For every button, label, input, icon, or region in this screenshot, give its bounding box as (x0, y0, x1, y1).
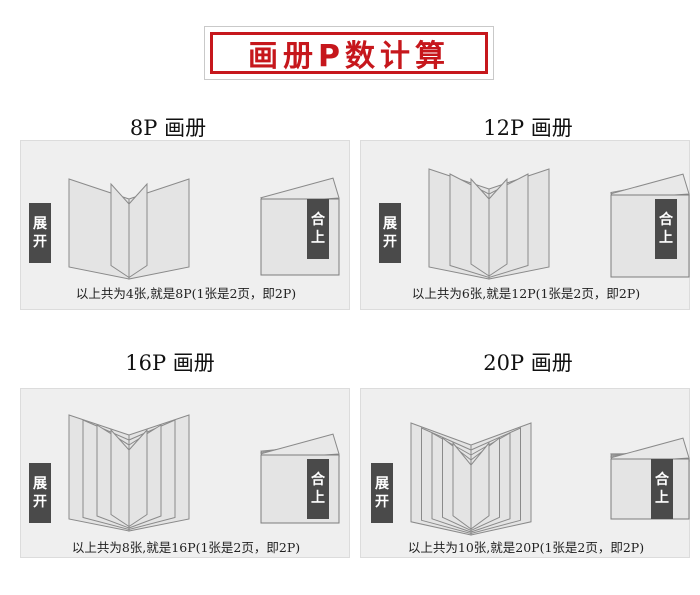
panel-8p: 展开 合上 以上共为4张,就是8P(1张是2页，即2P) (20, 140, 350, 310)
caption-8p: 以上共为4张,就是8P(1张是2页，即2P) (75, 286, 297, 301)
panel-20p: 展开 合上 以上共为10张,就是20P(1张是2页，即2P) (360, 388, 691, 558)
open-label: 展开 (29, 203, 51, 263)
heading-20p: 20P 画册 (483, 351, 573, 375)
closed-label: 合上 (307, 459, 329, 519)
panel-16p: 展开 合上 以上共为8张,就是16P(1张是2页，即2P) (20, 388, 350, 558)
caption-20p: 以上共为10张,就是20P(1张是2页，即2P) (407, 540, 645, 555)
closed-label: 合上 (651, 459, 673, 519)
panel-12p: 展开 合上 以上共为6张,就是12P(1张是2页，即2P) (360, 140, 690, 310)
caption-16p: 以上共为8张,就是16P(1张是2页，即2P) (71, 540, 301, 555)
open-label: 展开 (371, 463, 393, 523)
heading-8p: 8P 画册 (129, 116, 207, 140)
page-title: 画册P数计算 (248, 39, 450, 74)
caption-12p: 以上共为6张,就是12P(1张是2页，即2P) (411, 286, 641, 301)
heading-12p: 12P 画册 (483, 116, 573, 140)
open-page-right (128, 428, 148, 528)
heading-16p: 16P 画册 (125, 351, 215, 375)
open-page-right (470, 441, 490, 530)
booklet-illustration-20p (410, 422, 691, 536)
open-page-right (128, 182, 148, 279)
open-label: 展开 (379, 203, 401, 263)
closed-cover (610, 458, 690, 520)
open-page-right (488, 177, 508, 277)
booklet-illustration-8p (68, 177, 340, 280)
title-inner-border: 画册P数计算 (210, 32, 488, 74)
title-frame: 画册P数计算 (204, 26, 494, 80)
booklet-illustration-12p (428, 168, 690, 280)
closed-label: 合上 (655, 199, 677, 259)
open-label: 展开 (29, 463, 51, 523)
closed-label: 合上 (307, 199, 329, 259)
booklet-illustration-16p (68, 414, 340, 532)
closed-cover (610, 194, 690, 278)
